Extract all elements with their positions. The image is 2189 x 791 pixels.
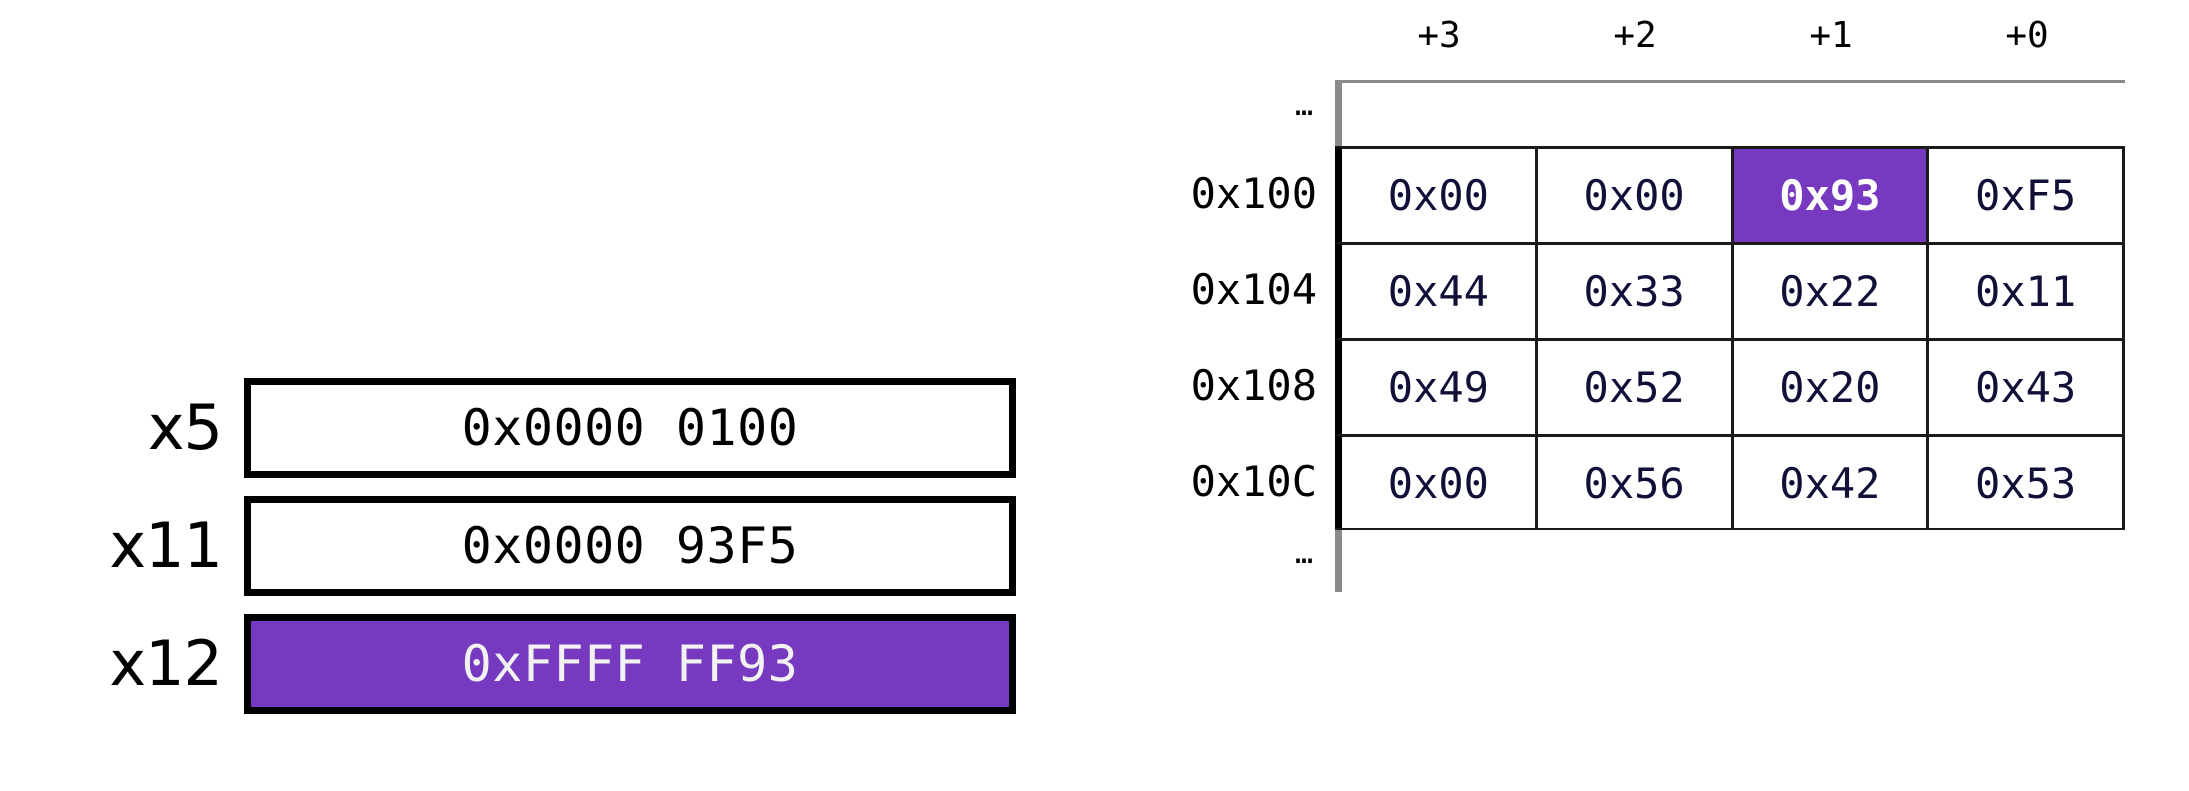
memory-ellipsis-cell <box>1342 530 2125 592</box>
memory-row-cells-0x100: 0x00 0x00 0x93 0xF5 <box>1335 146 2125 242</box>
register-row-x12: x12 0xFFFF FF93 <box>0 612 1060 716</box>
memory-row-0x104: 0x104 0x44 0x33 0x22 0x11 <box>1130 242 2125 338</box>
memory-row-address-0x100: 0x100 <box>1190 169 1317 218</box>
memory-cell-0x10C-plus3[interactable]: 0x00 <box>1335 434 1538 530</box>
memory-cell-0x104-plus1[interactable]: 0x22 <box>1733 242 1930 338</box>
memory-cell-0x100-plus0[interactable]: 0xF5 <box>1929 146 2125 242</box>
memory-cell-0x108-plus0[interactable]: 0x43 <box>1929 338 2125 434</box>
register-label-x5: x5 <box>147 391 223 464</box>
memory-cell-0x108-plus1[interactable]: 0x20 <box>1733 338 1930 434</box>
memory-cell-0x104-plus2[interactable]: 0x33 <box>1537 242 1734 338</box>
memory-ellipsis-cells-top <box>1335 80 2125 146</box>
memory-cell-0x104-plus0[interactable]: 0x11 <box>1929 242 2125 338</box>
register-value-x12: 0xFFFF FF93 <box>461 635 799 693</box>
register-value-box-x5[interactable]: 0x0000 0100 <box>244 378 1016 478</box>
register-label-x11: x11 <box>109 509 223 582</box>
memory-column-header-plus2: +2 <box>1613 15 1657 56</box>
memory-row-cells-0x10C: 0x00 0x56 0x42 0x53 <box>1335 434 2125 530</box>
memory-ellipsis-label-bottom: … <box>1294 536 1313 571</box>
memory-column-header-plus0: +0 <box>2005 15 2049 56</box>
memory-column-header-plus1: +1 <box>1809 15 1853 56</box>
memory-cell-0x104-plus3[interactable]: 0x44 <box>1335 242 1538 338</box>
register-value-box-x11[interactable]: 0x0000 93F5 <box>244 496 1016 596</box>
memory-cell-0x100-plus1[interactable]: 0x93 <box>1733 146 1930 242</box>
memory-ellipsis-row-top: … <box>1130 80 2125 146</box>
memory-ellipsis-cell <box>1342 80 2125 146</box>
memory-cell-0x108-plus3[interactable]: 0x49 <box>1335 338 1538 434</box>
memory-ellipsis-row-bottom: … <box>1130 530 2125 592</box>
memory-row-cells-0x108: 0x49 0x52 0x20 0x43 <box>1335 338 2125 434</box>
memory-cell-0x100-plus3[interactable]: 0x00 <box>1335 146 1538 242</box>
register-row-x5: x5 0x0000 0100 <box>0 376 1060 480</box>
memory-column-header-row: +3 +2 +1 +0 <box>1341 18 2125 54</box>
register-row-x11: x11 0x0000 93F5 <box>0 494 1060 598</box>
memory-cell-0x108-plus2[interactable]: 0x52 <box>1537 338 1734 434</box>
memory-column-header-plus3: +3 <box>1417 15 1461 56</box>
memory-cell-0x10C-plus0[interactable]: 0x53 <box>1929 434 2125 530</box>
memory-row-0x10C: 0x10C 0x00 0x56 0x42 0x53 <box>1130 434 2125 530</box>
memory-cell-0x10C-plus2[interactable]: 0x56 <box>1537 434 1734 530</box>
register-value-box-x12[interactable]: 0xFFFF FF93 <box>244 614 1016 714</box>
memory-row-address-0x108: 0x108 <box>1190 361 1317 410</box>
memory-row-0x108: 0x108 0x49 0x52 0x20 0x43 <box>1130 338 2125 434</box>
register-value-x5: 0x0000 0100 <box>461 399 799 457</box>
register-value-x11: 0x0000 93F5 <box>461 517 799 575</box>
memory-ellipsis-label-top: … <box>1294 88 1313 123</box>
register-label-x12: x12 <box>109 627 223 700</box>
memory-cell-0x10C-plus1[interactable]: 0x42 <box>1733 434 1930 530</box>
memory-table-panel: +3 +2 +1 +0 … 0x100 0x00 0x00 0x93 0xF5 … <box>1130 0 2130 791</box>
memory-cell-0x100-plus2[interactable]: 0x00 <box>1537 146 1734 242</box>
memory-row-0x100: 0x100 0x00 0x00 0x93 0xF5 <box>1130 146 2125 242</box>
register-file-panel: x5 0x0000 0100 x11 0x0000 93F5 x12 0xFFF… <box>0 376 1060 716</box>
memory-row-address-0x104: 0x104 <box>1190 265 1317 314</box>
memory-row-address-0x10C: 0x10C <box>1190 457 1317 506</box>
memory-grid-bottom-border <box>1335 528 2125 531</box>
memory-ellipsis-cells-bottom <box>1335 530 2125 592</box>
memory-row-cells-0x104: 0x44 0x33 0x22 0x11 <box>1335 242 2125 338</box>
